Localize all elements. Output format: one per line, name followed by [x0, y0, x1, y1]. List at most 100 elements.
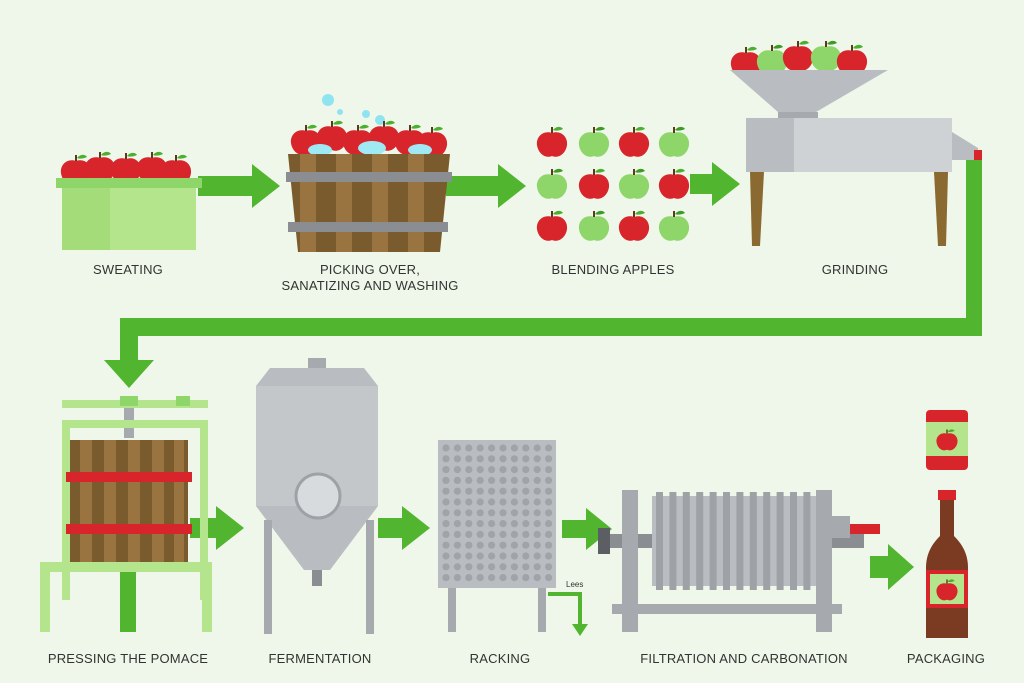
filter-plate — [656, 492, 663, 590]
arrow-blending-to-grinding — [690, 162, 740, 206]
racking-dot — [522, 487, 530, 495]
racking-dot — [499, 541, 507, 549]
racking-dot — [453, 574, 461, 582]
filter-plate — [682, 492, 690, 590]
racking-tank — [438, 440, 556, 632]
racking-dot — [533, 520, 541, 528]
racking-dot — [476, 563, 484, 571]
arrow-grinding-to-pressing — [104, 160, 982, 388]
racking-dot — [465, 466, 473, 474]
filter-plate — [736, 492, 744, 590]
racking-dot — [488, 530, 496, 539]
racking-dot — [499, 466, 507, 474]
racking-dot — [465, 563, 473, 571]
racking-dot — [545, 466, 553, 474]
racking-dot — [476, 541, 484, 549]
racking-dot — [545, 563, 553, 571]
racking-dot — [522, 498, 530, 506]
racking-dot — [476, 520, 484, 528]
arrow-pressing-to-fermentation — [190, 506, 244, 550]
racking-dot — [488, 520, 496, 528]
racking-dot — [453, 509, 461, 517]
racking-dot — [533, 530, 541, 539]
racking-dot — [522, 466, 530, 474]
step-label-packaging: PACKAGING — [906, 651, 986, 666]
racking-dot — [476, 444, 484, 452]
racking-dot — [533, 541, 541, 549]
racking-dot — [476, 466, 484, 474]
filter-plate — [749, 492, 757, 590]
racking-dot — [442, 487, 450, 495]
racking-dot — [545, 530, 553, 539]
racking-dot — [465, 498, 473, 506]
racking-dot — [510, 455, 518, 463]
racking-dot — [510, 574, 518, 582]
racking-dot — [533, 509, 541, 517]
racking-dot — [545, 476, 553, 484]
racking-dot — [499, 487, 507, 495]
racking-dot — [522, 563, 530, 571]
racking-dot — [510, 563, 518, 571]
filter-plate — [723, 492, 730, 590]
racking-dot — [533, 487, 541, 495]
racking-dot — [522, 530, 530, 539]
step-label-washing-line2: SANATIZING AND WASHING — [281, 278, 459, 293]
racking-dot — [488, 444, 496, 452]
racking-dot — [499, 444, 507, 452]
racking-dot — [465, 530, 473, 539]
racking-dot — [465, 574, 473, 582]
racking-dot — [488, 574, 496, 582]
filter-plate — [669, 492, 677, 590]
sweating-crate — [56, 151, 202, 250]
racking-dot — [465, 476, 473, 484]
racking-dot — [545, 520, 553, 528]
racking-dot — [476, 509, 484, 517]
racking-dot — [545, 541, 553, 549]
racking-dot — [476, 574, 484, 582]
racking-dot — [533, 574, 541, 582]
filter-press — [598, 490, 880, 632]
racking-dot — [488, 541, 496, 549]
cider-can — [926, 410, 968, 470]
racking-dot — [545, 509, 553, 517]
racking-tank-pattern — [442, 444, 553, 582]
racking-dot — [488, 487, 496, 495]
filter-plate — [696, 492, 704, 590]
racking-dot — [442, 509, 450, 517]
cider-press — [40, 396, 212, 632]
racking-dot — [522, 509, 530, 517]
racking-dot — [510, 466, 518, 474]
racking-dot — [442, 476, 450, 484]
racking-dot — [465, 455, 473, 463]
racking-dot — [510, 444, 518, 452]
arrow-lees — [548, 592, 588, 636]
racking-dot — [465, 520, 473, 528]
washing-barrel — [286, 94, 452, 252]
filter-plates — [656, 492, 811, 590]
step-label-fermentation: FERMENTATION — [268, 651, 372, 666]
racking-dot — [465, 552, 473, 560]
racking-dot — [476, 455, 484, 463]
racking-dot — [499, 574, 507, 582]
racking-dot — [545, 498, 553, 506]
racking-dot — [510, 520, 518, 528]
racking-dot — [442, 520, 450, 528]
racking-dot — [522, 444, 530, 452]
blending-apples-grid — [536, 126, 690, 241]
racking-dot — [442, 455, 450, 463]
racking-dot — [442, 498, 450, 506]
racking-dot — [453, 498, 461, 506]
step-label-racking: RACKING — [469, 651, 531, 666]
racking-dot — [510, 541, 518, 549]
step-label-washing-line1: PICKING OVER, — [319, 262, 421, 277]
racking-dot — [476, 552, 484, 560]
racking-dot — [465, 444, 473, 452]
racking-dot — [488, 563, 496, 571]
racking-dot — [545, 455, 553, 463]
filter-plate — [803, 492, 811, 590]
step-label-filtration: FILTRATION AND CARBONATION — [640, 651, 848, 666]
racking-dot — [499, 476, 507, 484]
racking-dot — [522, 541, 530, 549]
arrow-filtration-to-packaging — [870, 544, 914, 590]
racking-dot — [545, 444, 553, 452]
